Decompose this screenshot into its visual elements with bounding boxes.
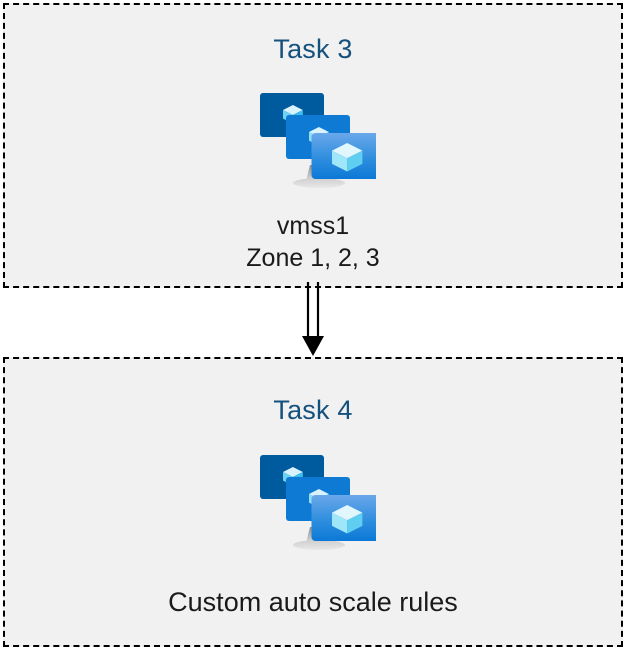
- arrowhead-icon: [302, 336, 324, 356]
- task4-title: Task 4: [273, 395, 353, 425]
- task3-caption: vmss1 Zone 1, 2, 3: [246, 212, 380, 272]
- task3-title: Task 3: [273, 34, 353, 64]
- virtual-machine-scale-set-icon: [260, 455, 376, 550]
- task4-caption: Custom auto scale rules: [168, 587, 458, 617]
- connector-task3-to-task4: [302, 282, 324, 356]
- task-box-task3[interactable]: Task 3: [3, 3, 623, 288]
- virtual-machine-scale-set-icon: [260, 93, 376, 188]
- task-box-task4[interactable]: Task 4: [3, 357, 623, 647]
